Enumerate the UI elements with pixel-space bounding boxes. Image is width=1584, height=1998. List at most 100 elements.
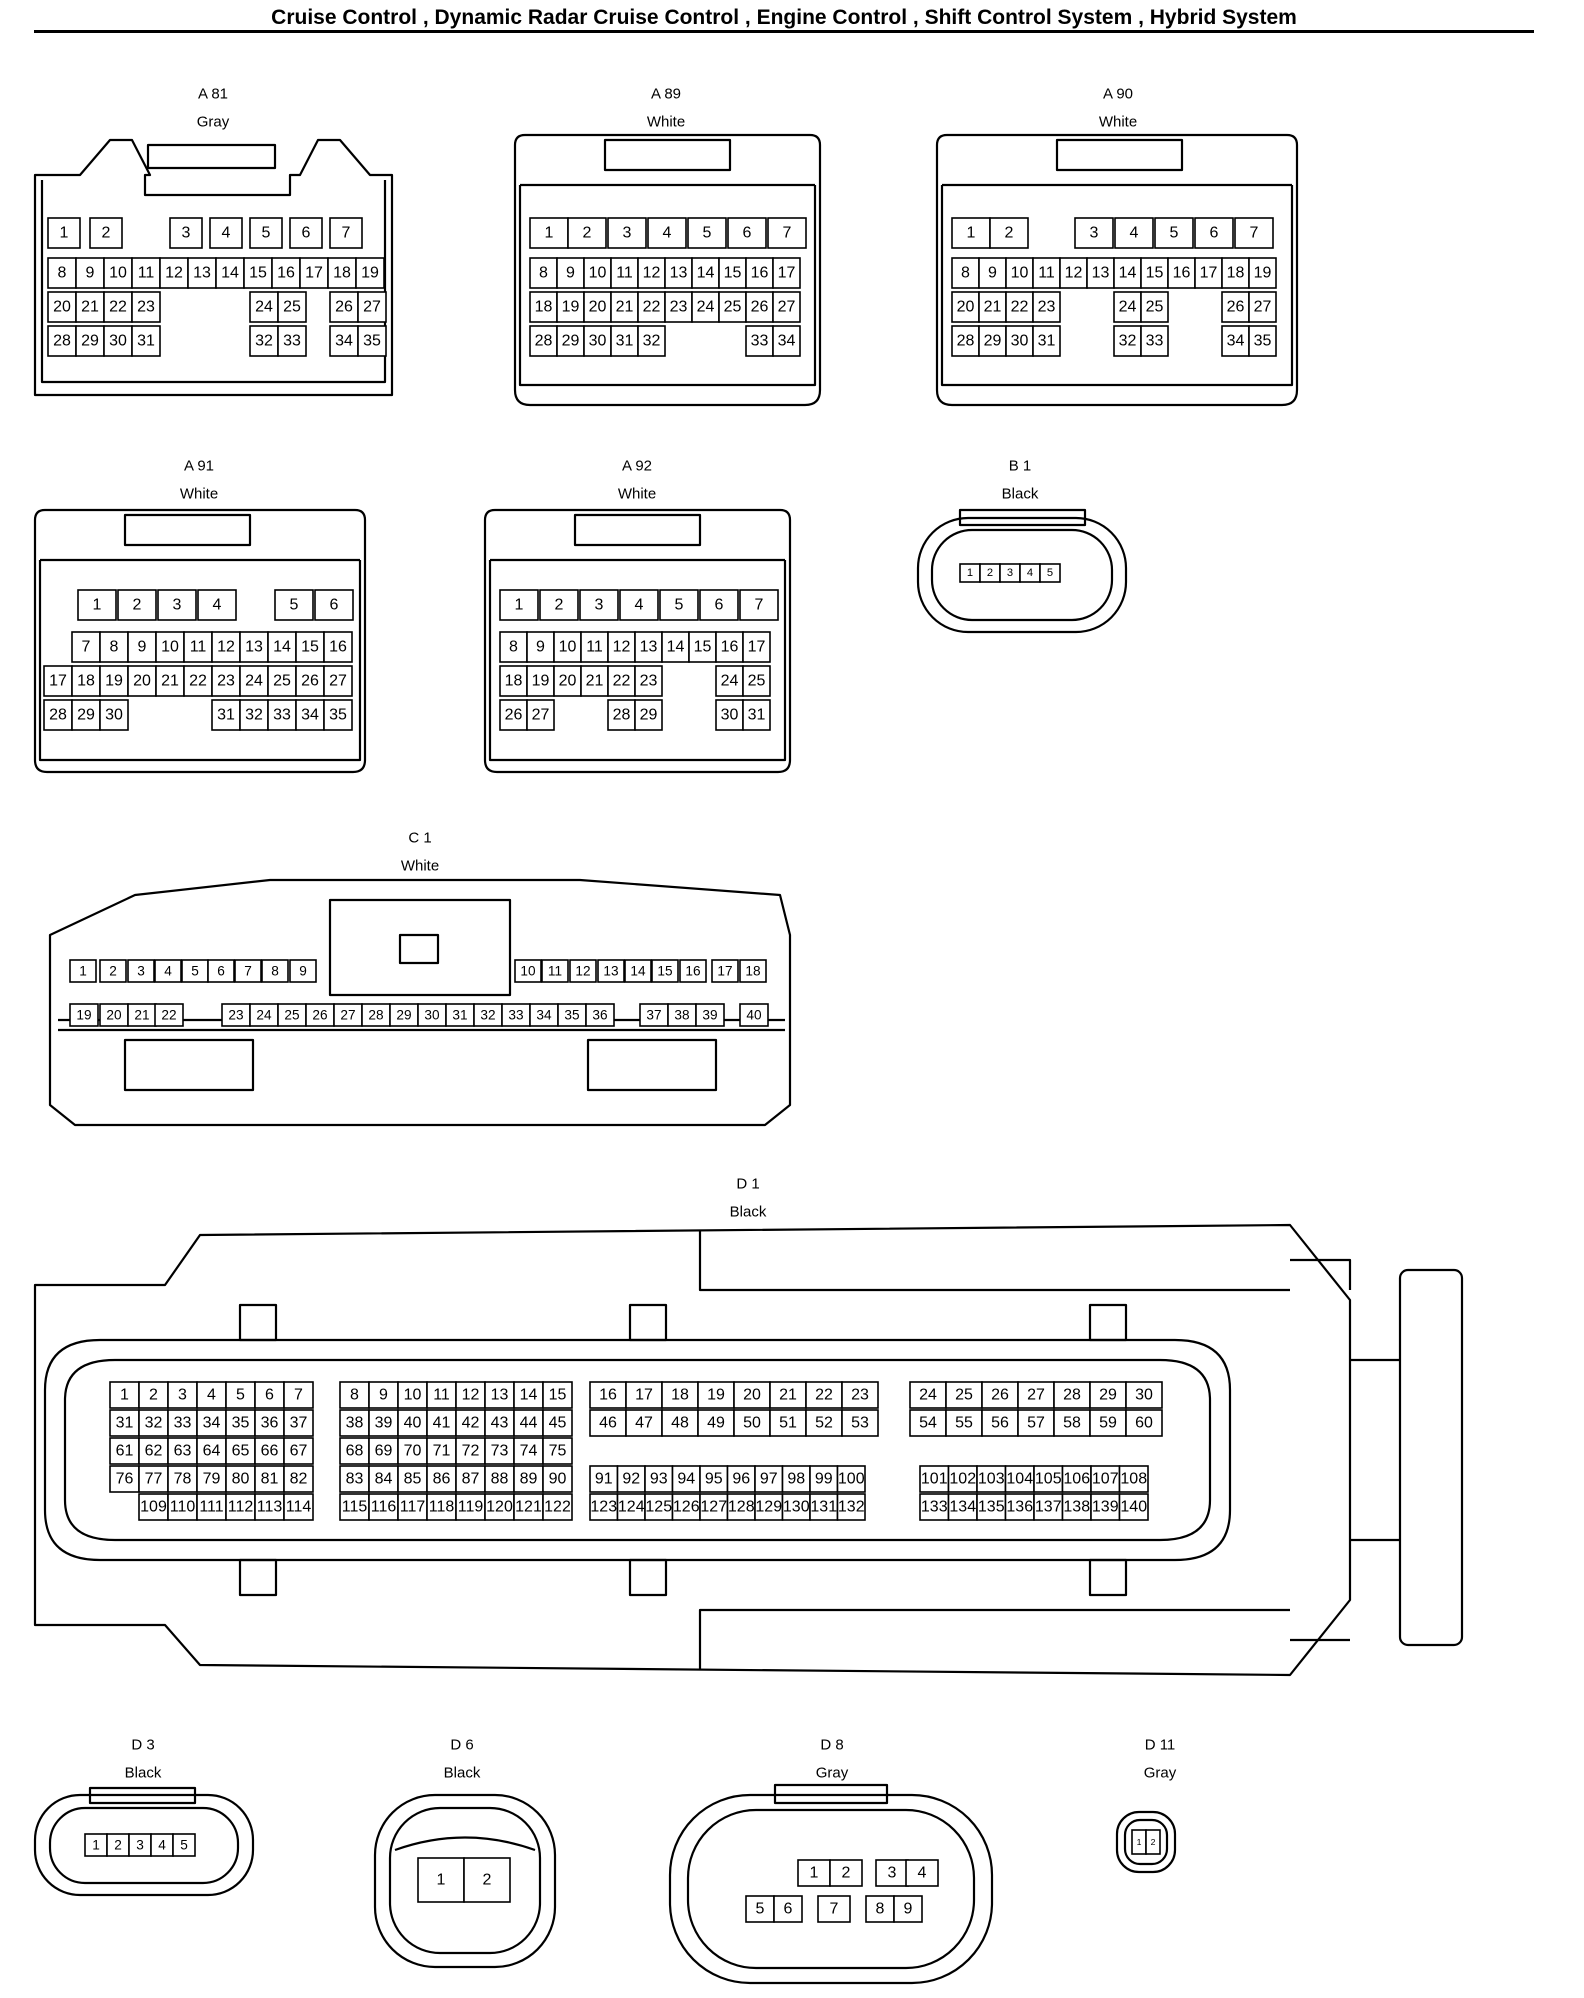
c1-pin-cell (541, 959, 569, 983)
c1-pin: 16 (679, 959, 707, 983)
d1-pin-number: 90 (549, 1471, 567, 1488)
c1-pin: 21 (127, 1003, 157, 1027)
a81-pin: 5 (249, 217, 283, 249)
a90-pin-number: 19 (1254, 265, 1272, 282)
a81-pin-number: 8 (58, 265, 67, 282)
a90-pin-number: 35 (1254, 333, 1272, 350)
a90-color: White (1099, 114, 1137, 131)
d11-pin: 1 (1131, 1829, 1147, 1855)
d1-pin-cell (455, 1465, 486, 1493)
a89-pin-number: 3 (623, 225, 632, 242)
d1-pin: 72 (455, 1437, 486, 1465)
a90-pin-number: 8 (961, 265, 970, 282)
d1-pin-number: 12 (462, 1387, 480, 1404)
d1-pin-cell (339, 1437, 370, 1465)
a92-pin: 9 (526, 631, 555, 663)
d1-pin-number: 108 (1120, 1471, 1147, 1488)
d8-pin-number: 2 (842, 1865, 851, 1882)
a89-pin: 31 (610, 325, 639, 357)
a81-pin-number: 24 (255, 299, 273, 316)
d1-pin-number: 110 (170, 1499, 196, 1516)
d1-pin-cell (397, 1465, 428, 1493)
a81-pin: 1 (47, 217, 81, 249)
a91-pin: 19 (99, 665, 129, 697)
d1-pin: 41 (426, 1409, 457, 1437)
d1-pin-number: 99 (815, 1471, 833, 1488)
d1-pin: 128 (726, 1493, 756, 1521)
a90-pin-number: 10 (1011, 265, 1029, 282)
a90-pin-number: 6 (1210, 225, 1219, 242)
a91-pin-number: 2 (133, 597, 142, 614)
d1-pin-cell (726, 1465, 756, 1493)
c1-pin-number: 34 (536, 1008, 552, 1023)
d3-color: Black (125, 1765, 162, 1782)
a91-pin: 15 (295, 631, 325, 663)
d3-pin-number: 3 (136, 1838, 144, 1853)
d1-pin-number: 113 (257, 1499, 283, 1516)
a92-code: A 92 (622, 458, 652, 475)
a91-pin: 25 (267, 665, 297, 697)
a91-pin-number: 27 (329, 673, 347, 690)
b1-pin-number: 3 (1007, 567, 1013, 579)
d1-pin: 6 (254, 1381, 285, 1409)
c1-pin-number: 16 (685, 964, 700, 979)
a91-pin-number: 8 (110, 639, 119, 656)
a92-pin-number: 2 (555, 597, 564, 614)
b1-pin: 4 (1019, 563, 1041, 583)
a92-pin-number: 26 (505, 707, 523, 724)
c1-pin: 35 (557, 1003, 587, 1027)
d1-pin: 75 (542, 1437, 573, 1465)
a89-pin: 6 (727, 217, 767, 249)
a81-pin-number: 25 (283, 299, 301, 316)
d1-pin: 46 (589, 1409, 627, 1437)
a89-pin: 17 (772, 257, 801, 289)
a91-pin-cell (99, 699, 129, 731)
a81-pin: 11 (131, 257, 161, 289)
d1-pin-cell (283, 1437, 314, 1465)
a91-pin: 20 (127, 665, 157, 697)
b1-code: B 1 (1009, 458, 1032, 475)
d1-pin-number: 84 (375, 1471, 393, 1488)
a92-pin: 25 (742, 665, 771, 697)
d1-pin-cell (397, 1437, 428, 1465)
d1-pin-cell (484, 1465, 515, 1493)
a81-pin-cell (47, 217, 81, 249)
a89-pin-number: 34 (778, 333, 796, 350)
page-header: Cruise Control , Dynamic Radar Cruise Co… (0, 0, 1584, 36)
d1-pin-cell (809, 1493, 839, 1521)
d1-pin-number: 105 (1035, 1471, 1062, 1488)
a92-pin: 10 (553, 631, 582, 663)
a89-pin-number: 33 (751, 333, 769, 350)
a81-pin: 25 (277, 291, 307, 323)
d1-pin: 25 (945, 1381, 983, 1409)
d1-pin-number: 115 (342, 1499, 368, 1516)
a89-pin: 7 (767, 217, 807, 249)
c1-pin-number: 18 (745, 964, 760, 979)
a92-pin-number: 1 (515, 597, 524, 614)
d1-pin-number: 20 (743, 1387, 761, 1404)
d1-pin: 81 (254, 1465, 285, 1493)
b1-pin: 1 (959, 563, 981, 583)
a91-pin: 35 (323, 699, 353, 731)
a91-pin: 8 (99, 631, 129, 663)
a81-pin-cell (299, 257, 329, 289)
a89-pin-number: 7 (783, 225, 792, 242)
d1-housing (33, 1223, 1464, 1677)
a89-pin: 8 (529, 257, 558, 289)
c1-pin: 15 (651, 959, 679, 983)
a91-pin: 11 (183, 631, 213, 663)
d1-pin: 77 (138, 1465, 169, 1493)
a91-pin: 28 (43, 699, 73, 731)
a89-pin-number: 31 (616, 333, 634, 350)
a92-pin-number: 5 (675, 597, 684, 614)
c1-pin-cell (739, 959, 767, 983)
a81-pin-cell (355, 257, 385, 289)
d1-pin-number: 134 (949, 1499, 976, 1516)
d1-pin-number: 60 (1135, 1415, 1153, 1432)
d3-housing (33, 1786, 255, 1897)
d1-pin: 53 (841, 1409, 879, 1437)
a91-pin-number: 6 (330, 597, 339, 614)
d1-pin-number: 37 (290, 1415, 308, 1432)
d1-pin-number: 24 (919, 1387, 937, 1404)
a89-pin-cell (767, 217, 807, 249)
